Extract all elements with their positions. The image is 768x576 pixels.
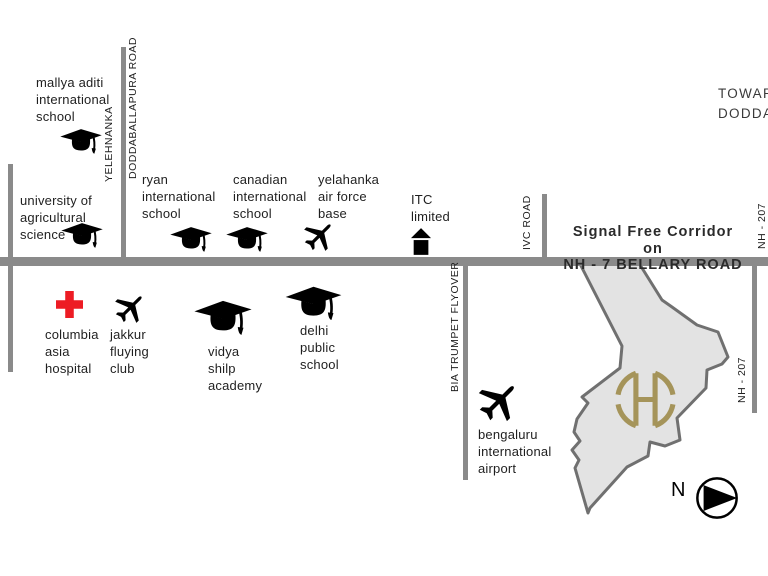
road-ivc (542, 194, 547, 258)
road-nh207 (752, 266, 757, 413)
road-label-nh207-bottom: NH - 207 (736, 356, 748, 403)
north-label: N (671, 479, 686, 501)
graduation-cap-icon (226, 227, 268, 252)
corridor-line1: Signal Free Corridor on (572, 224, 734, 257)
site-brand-logo-icon (612, 366, 679, 433)
towards-line1: TOWARDS (718, 86, 768, 101)
graduation-cap-icon (60, 129, 102, 154)
road-doddaballapura (121, 47, 126, 258)
hospital-cross-icon (56, 291, 83, 318)
road-label-bia-trumpet-flyover: BIA TRUMPET FLYOVER (449, 261, 461, 392)
graduation-cap-icon (61, 223, 103, 248)
road-bia-trumpet-flyover (463, 266, 468, 480)
graduation-cap-icon (194, 300, 252, 335)
signal-free-corridor-label: Signal Free Corridor on NH - 7 BELLARY R… (563, 224, 743, 274)
towards-doddaballapur-label: TOWARDS DODDABALLAPUR (718, 84, 768, 124)
graduation-cap-icon (285, 286, 342, 321)
road-label-ivc: IVC ROAD (521, 195, 533, 250)
building-icon (411, 228, 432, 255)
airplane-icon (109, 286, 152, 329)
airport-site-area (570, 258, 730, 515)
road-label-nh207-top: NH - 207 (756, 202, 768, 249)
towards-line2: DODDABALLAPUR (718, 106, 768, 121)
road-label-doddaballapura: DODDABALLAPURA ROAD (127, 37, 139, 179)
road-nh7-bellary (0, 257, 768, 266)
site-boundary (570, 258, 730, 515)
airplane-icon (470, 372, 528, 430)
corridor-line2: NH - 7 BELLARY ROAD (563, 257, 743, 273)
north-arrow-icon (696, 477, 739, 519)
road-left-cross (8, 164, 13, 372)
graduation-cap-icon (170, 227, 212, 252)
